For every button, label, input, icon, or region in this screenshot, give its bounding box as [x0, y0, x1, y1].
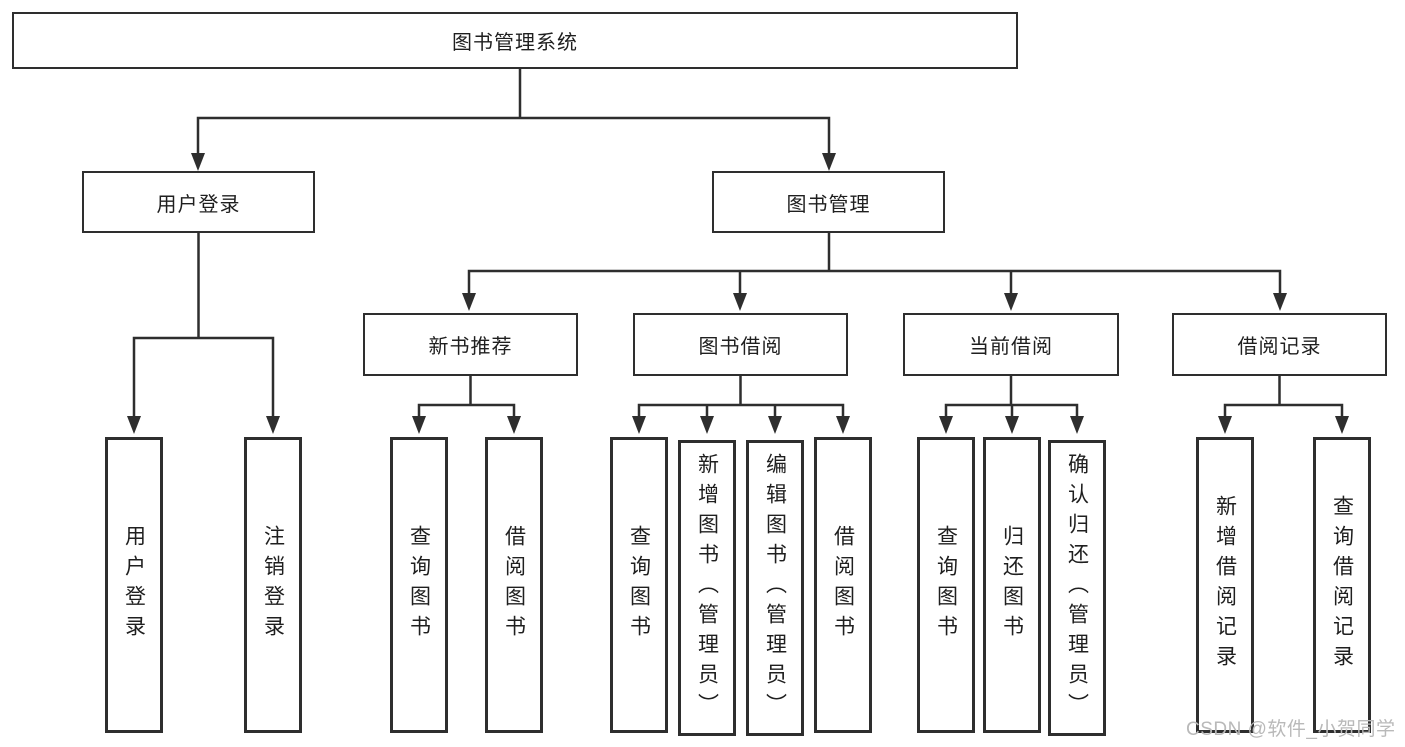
leaf-borrow-edit-books: 编辑图书（管理员） — [746, 440, 804, 736]
leaf-newbook-query-books-label: 查询图书 — [407, 525, 431, 645]
leaf-current-confirm-return-label: 确认归还（管理员） — [1065, 453, 1089, 723]
leaf-records-query-record: 查询借阅记录 — [1313, 437, 1371, 733]
leaf-logout-label: 注销登录 — [261, 525, 285, 645]
leaf-borrow-add-books: 新增图书（管理员） — [678, 440, 736, 736]
node-book-borrow: 图书借阅 — [633, 313, 848, 376]
leaf-borrow-borrow-books-label: 借阅图书 — [831, 525, 855, 645]
watermark: CSDN @软件_小贺同学 — [1186, 719, 1396, 740]
node-borrow-records: 借阅记录 — [1172, 313, 1387, 376]
node-root: 图书管理系统 — [12, 12, 1018, 69]
leaf-newbook-query-books: 查询图书 — [390, 437, 448, 733]
node-current-borrow: 当前借阅 — [903, 313, 1119, 376]
leaf-records-query-record-label: 查询借阅记录 — [1330, 495, 1354, 675]
leaf-current-query-books-label: 查询图书 — [934, 525, 958, 645]
leaf-user-login-label: 用户登录 — [122, 525, 146, 645]
node-new-book-recommend: 新书推荐 — [363, 313, 578, 376]
leaf-current-return-books: 归还图书 — [983, 437, 1041, 733]
leaf-current-return-books-label: 归还图书 — [1000, 525, 1024, 645]
leaf-newbook-borrow-books-label: 借阅图书 — [502, 525, 526, 645]
leaf-user-login: 用户登录 — [105, 437, 163, 733]
leaf-borrow-edit-books-label: 编辑图书（管理员） — [763, 453, 787, 723]
node-book-management: 图书管理 — [712, 171, 945, 233]
leaf-borrow-borrow-books: 借阅图书 — [814, 437, 872, 733]
leaf-borrow-add-books-label: 新增图书（管理员） — [695, 453, 719, 723]
node-user-login: 用户登录 — [82, 171, 315, 233]
leaf-current-confirm-return: 确认归还（管理员） — [1048, 440, 1106, 736]
leaf-records-add-record: 新增借阅记录 — [1196, 437, 1254, 733]
leaf-newbook-borrow-books: 借阅图书 — [485, 437, 543, 733]
leaf-borrow-query-books-label: 查询图书 — [627, 525, 651, 645]
leaf-borrow-query-books: 查询图书 — [610, 437, 668, 733]
leaf-logout: 注销登录 — [244, 437, 302, 733]
leaf-current-query-books: 查询图书 — [917, 437, 975, 733]
leaf-records-add-record-label: 新增借阅记录 — [1213, 495, 1237, 675]
